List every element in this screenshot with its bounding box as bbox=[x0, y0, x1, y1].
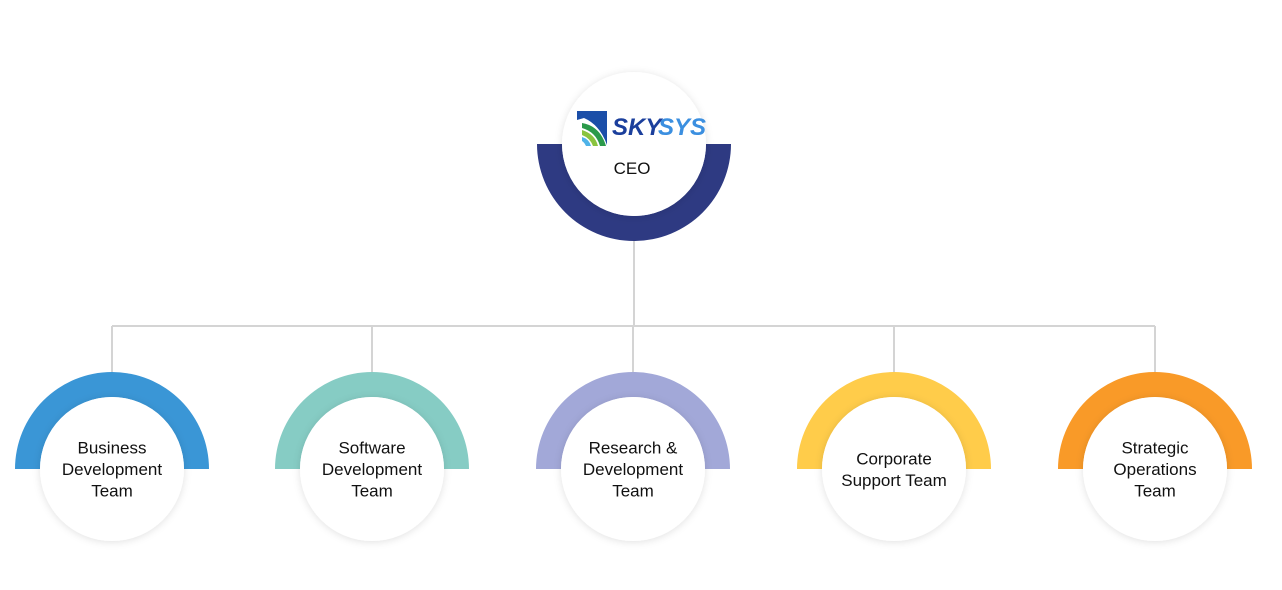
team-label-line: Team bbox=[351, 482, 393, 501]
team-ring bbox=[797, 372, 991, 469]
team-label-line: Development bbox=[62, 460, 162, 479]
team-inner-circle bbox=[1083, 397, 1227, 541]
team-label-line: Business bbox=[78, 439, 147, 458]
connector-lines bbox=[111, 241, 1156, 374]
team-label-line: Team bbox=[1134, 482, 1176, 501]
team-inner-circle bbox=[40, 397, 184, 541]
team-ring bbox=[275, 372, 469, 469]
ceo-inner-circle bbox=[562, 72, 706, 216]
logo-text-secondary: SYS bbox=[658, 114, 706, 141]
skysys-logo-icon bbox=[577, 111, 607, 146]
logo-text-primary: SKY bbox=[612, 114, 663, 141]
ceo-node: SKY SYS CEO bbox=[537, 47, 731, 241]
skysys-logo: SKY SYS bbox=[577, 111, 706, 146]
ceo-ring bbox=[537, 144, 731, 241]
team-label-line: Corporate bbox=[856, 449, 932, 468]
team-inner-circle bbox=[822, 397, 966, 541]
team-label-line: Team bbox=[91, 482, 133, 501]
team-ring bbox=[15, 372, 209, 469]
team-label-line: Team bbox=[612, 482, 654, 501]
team-label-line: Software bbox=[338, 439, 405, 458]
team-inner-circle bbox=[561, 397, 705, 541]
team-label-line: Development bbox=[583, 460, 683, 479]
team-label-line: Research & bbox=[589, 439, 678, 458]
team-label-line: Development bbox=[322, 460, 422, 479]
ceo-title: CEO bbox=[614, 159, 651, 178]
team-label-line: Support Team bbox=[841, 471, 947, 490]
team-ring bbox=[536, 372, 730, 469]
team-ring bbox=[1058, 372, 1252, 469]
team-nodes: BusinessDevelopmentTeamSoftwareDevelopme… bbox=[15, 372, 1252, 566]
team-inner-circle bbox=[300, 397, 444, 541]
team-label-line: Operations bbox=[1113, 460, 1196, 479]
team-label-line: Strategic bbox=[1121, 439, 1189, 458]
